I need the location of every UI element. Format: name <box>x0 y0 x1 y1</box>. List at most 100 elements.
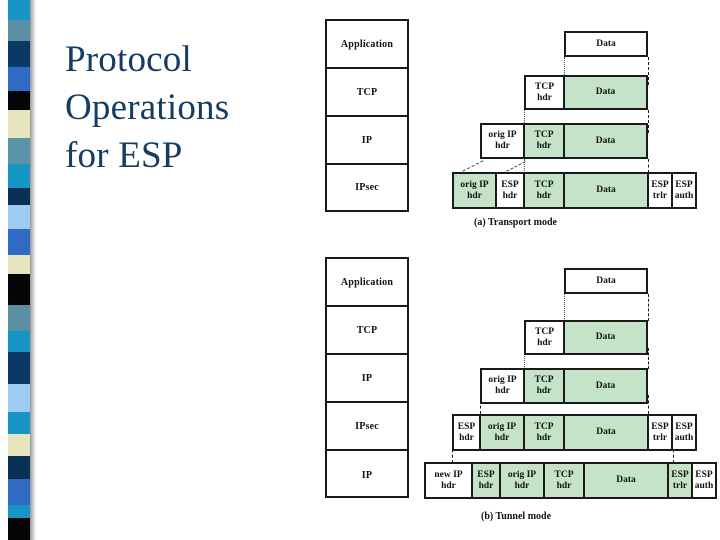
field-label-line2: hdr <box>441 480 456 491</box>
caption-tunnel-mode: (b) Tunnel mode <box>481 511 552 522</box>
field-label-line1: ESP <box>651 179 669 190</box>
packet-field-data: Data <box>564 268 648 294</box>
color-swatch-15 <box>8 351 30 384</box>
color-swatch-18 <box>8 433 30 457</box>
field-label-line1: Data <box>595 87 616 98</box>
guide-line-tcp-right <box>648 348 649 369</box>
title-line-1: Protocol <box>65 39 192 80</box>
stack-layer-application: Application <box>327 259 407 307</box>
packet-field-data: Data <box>564 75 648 110</box>
color-swatch-0 <box>8 0 30 21</box>
field-label-line1: TCP <box>535 81 554 92</box>
color-swatch-17 <box>8 411 30 434</box>
color-swatch-8 <box>8 188 30 205</box>
field-label-line1: orig IP <box>460 179 489 190</box>
color-swatch-6 <box>8 137 30 164</box>
title-line-3: for ESP <box>65 135 183 177</box>
field-label-line1: TCP <box>535 326 554 337</box>
field-label-line2: hdr <box>495 386 510 396</box>
stack-layer-ip: IP <box>327 117 407 165</box>
guide-line-data-left <box>564 57 565 85</box>
guide-line-tcp-left <box>524 110 525 133</box>
field-label-line2: hdr <box>459 432 474 443</box>
color-swatch-1 <box>8 20 30 41</box>
color-swatch-2 <box>8 40 30 68</box>
protocol-stack-tunnel: Application TCP IP IPsec IP <box>325 257 409 498</box>
caption-transport-mode: (a) Transport mode <box>474 217 557 228</box>
guide-line-ip-right <box>648 395 649 414</box>
packet-field-data: Data <box>564 31 648 57</box>
color-swatch-3 <box>8 67 30 92</box>
color-swatch-12 <box>8 273 30 306</box>
stack-layer-tcp: TCP <box>327 307 407 355</box>
field-label-line1: Data <box>595 135 616 146</box>
field-label-line2: hdr <box>537 92 552 103</box>
stack-layer-ipsec: IPsec <box>327 403 407 451</box>
field-label-line2: auth <box>674 190 694 201</box>
guide-line-ip-right <box>648 159 649 173</box>
field-label-line2: hdr <box>536 386 552 396</box>
color-swatch-11 <box>8 255 30 274</box>
field-label-line2: hdr <box>467 190 482 201</box>
field-label-line2: auth <box>694 480 714 491</box>
color-swatch-7 <box>8 163 30 189</box>
field-label-line2: hdr <box>556 480 572 491</box>
field-label-line2: hdr <box>537 337 552 348</box>
packet-field-data: Data <box>564 172 648 209</box>
packet-row-application-transport: Data <box>564 31 648 57</box>
decorative-color-bar <box>8 0 30 540</box>
field-label-line1: ESP <box>671 469 689 480</box>
field-label-line2: trlr <box>672 480 688 491</box>
protocol-stack-transport: Application TCP IP IPsec <box>325 19 409 212</box>
color-swatch-9 <box>8 204 30 230</box>
field-label-line2: hdr <box>495 141 510 151</box>
field-label-line1: TCP <box>534 179 554 190</box>
field-label-line1: Data <box>596 185 616 196</box>
color-swatch-16 <box>8 383 30 412</box>
title-line-2: Operations <box>65 87 230 129</box>
page-title: Protocol Operations for ESP <box>65 36 295 180</box>
color-swatch-10 <box>8 229 30 256</box>
field-label-line1: TCP <box>534 130 554 141</box>
stack-layer-outer-ip: IP <box>361 470 373 481</box>
packet-field-data: Data <box>564 414 648 451</box>
field-label-line1: ESP <box>675 179 693 190</box>
field-label-line1: ESP <box>477 469 495 480</box>
color-swatch-22 <box>8 517 30 540</box>
field-label-line1: ESP <box>695 469 713 480</box>
field-label-line2: hdr <box>536 190 552 201</box>
field-label-line1: Data <box>595 380 616 391</box>
field-label-line1: TCP <box>534 421 554 432</box>
color-swatch-19 <box>8 456 30 479</box>
packet-field-data: Data <box>564 123 648 159</box>
field-label-line1: orig IP <box>507 469 537 480</box>
field-label-line1: orig IP <box>488 375 517 386</box>
stack-layer-application: Application <box>327 21 407 69</box>
guide-line-tcp-right <box>648 110 649 133</box>
field-label-line1: TCP <box>534 375 554 386</box>
stack-layer-ip: IP <box>327 355 407 403</box>
field-label-line1: new IP <box>434 469 463 480</box>
guide-line-data-left <box>564 294 565 321</box>
stack-layer-ipsec: IPsec <box>355 181 379 193</box>
field-label-line2: hdr <box>478 480 494 491</box>
